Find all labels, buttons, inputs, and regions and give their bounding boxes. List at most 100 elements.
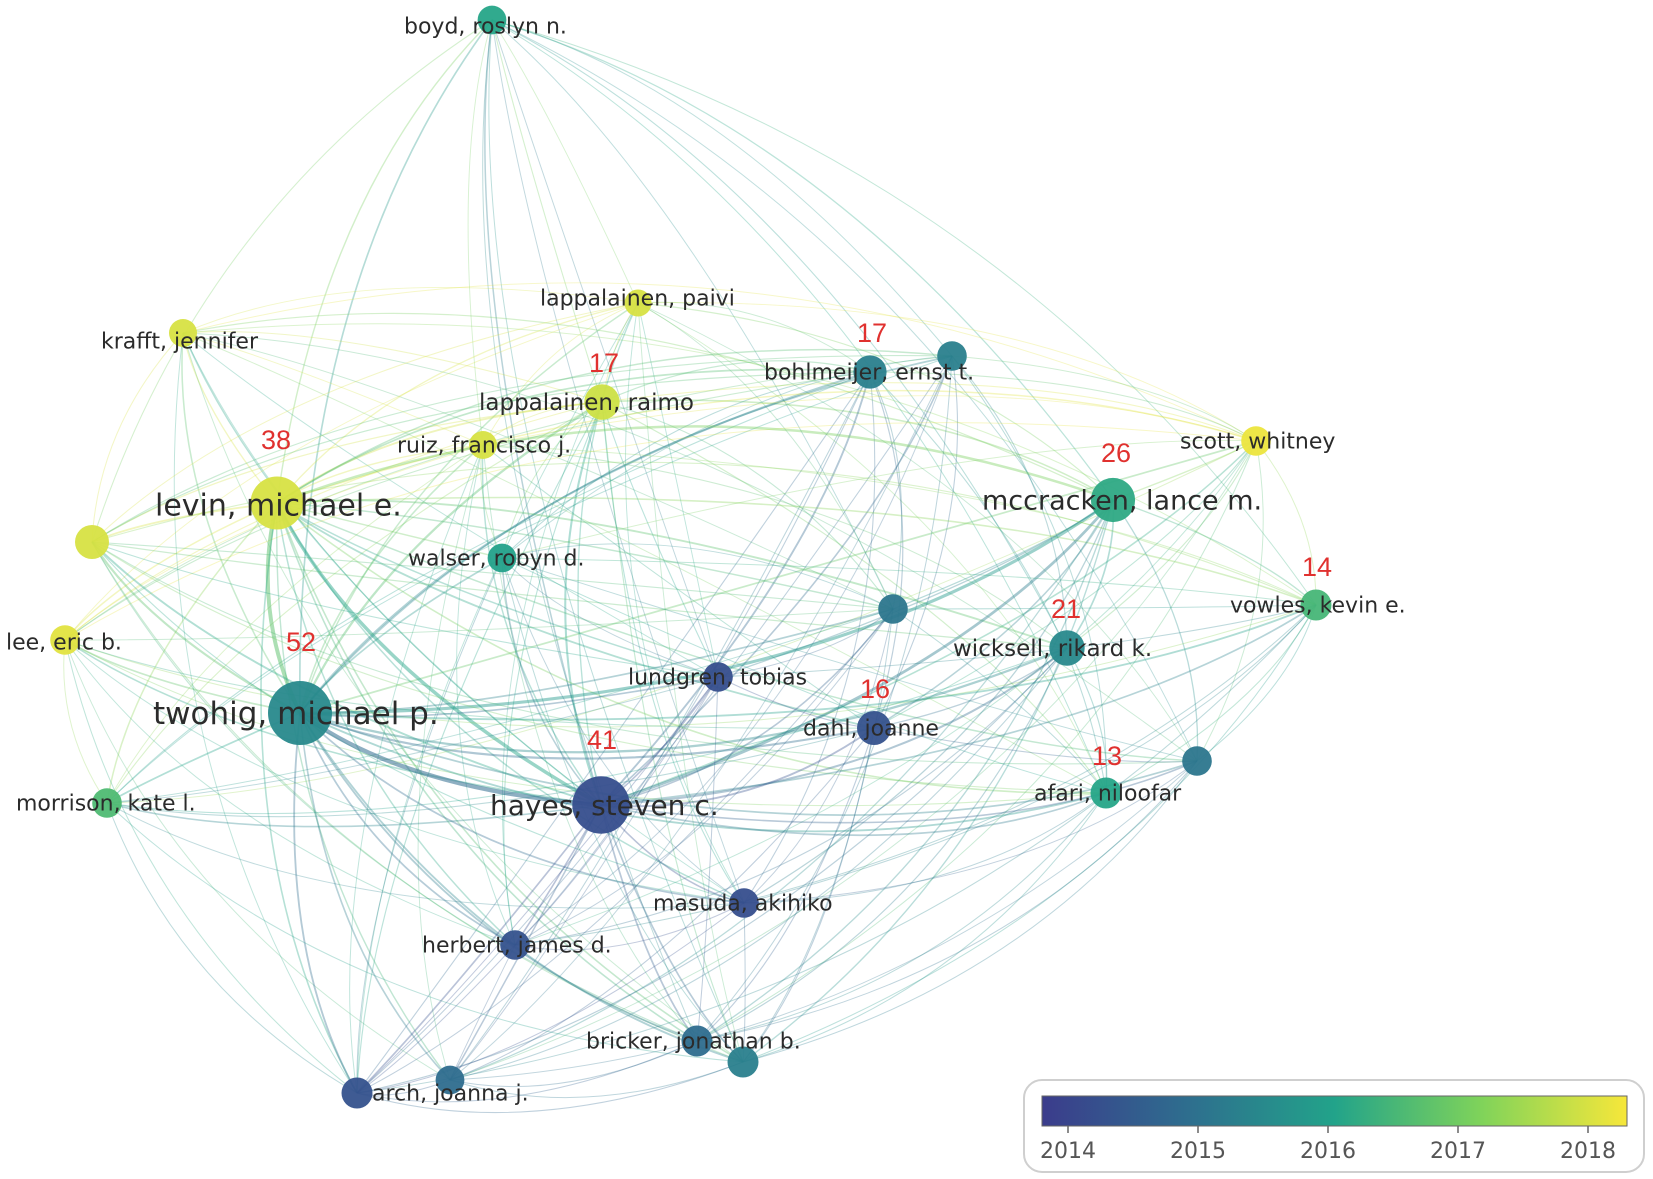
edge-lundgren-bricker: [696, 676, 719, 1042]
node-label-dahl: dahl, joanne: [803, 717, 939, 742]
edge-bohl_b-wicksell: [951, 355, 1068, 649]
node-bricker[interactable]: [681, 1025, 713, 1057]
colorbar-tick-label-2015: 2015: [1170, 1139, 1226, 1164]
edge-yellow_left-right_teal: [91, 541, 1198, 765]
edge-walser-right_teal: [501, 557, 1198, 762]
edge-mccracken-lundgren: [717, 499, 1114, 678]
edge-vowles-hayes: [600, 604, 1317, 806]
node-walser[interactable]: [487, 543, 517, 573]
node-wicksell[interactable]: [1049, 630, 1085, 666]
node-hayes[interactable]: [572, 776, 630, 834]
node-right_teal[interactable]: [1182, 746, 1212, 776]
edge-mccracken-masuda: [743, 499, 1114, 904]
edge-walser-masuda: [501, 557, 745, 904]
edge-lappalainen_r-scott: [601, 382, 1257, 442]
edge-lappalainen_r-morrison: [106, 401, 603, 804]
edge-wicksell-arch_b: [449, 647, 1068, 1081]
edge-bohlmeijer-masuda: [743, 371, 876, 904]
edge-ruiz-morrison: [106, 444, 484, 804]
edge-levin-mccracken: [276, 425, 1114, 505]
edge-bohlmeijer-mid_teal: [869, 371, 903, 610]
edge-boyd-right_teal: [491, 19, 1198, 762]
edge-lee-masuda: [64, 639, 745, 904]
edge-lundgren-arch: [356, 676, 719, 1094]
node-mid_teal[interactable]: [878, 594, 908, 624]
node-arch_b[interactable]: [435, 1065, 465, 1095]
edge-bohl_b-dahl: [873, 355, 959, 729]
node-bricker_b[interactable]: [727, 1046, 759, 1078]
edge-mccracken-bricker: [696, 499, 1114, 1042]
node-ruiz[interactable]: [469, 431, 497, 459]
node-lappalainen_r[interactable]: [584, 384, 620, 420]
edge-afari-bricker: [696, 792, 1107, 1042]
node-scott[interactable]: [1241, 426, 1271, 456]
edge-ruiz-wicksell: [482, 444, 1068, 649]
edge-lundgren-twohig: [299, 676, 719, 718]
edge-krafft-mccracken: [182, 312, 1114, 501]
node-mccracken[interactable]: [1090, 477, 1136, 523]
node-lee[interactable]: [50, 625, 80, 655]
node-vowles[interactable]: [1300, 589, 1332, 621]
node-herbert[interactable]: [500, 930, 530, 960]
edge-vowles-mid_teal: [892, 604, 1317, 610]
edge-lappalainen_r-masuda: [601, 401, 745, 904]
node-label-vowles: vowles, kevin e.: [1230, 594, 1406, 619]
edge-twohig-masuda: [299, 712, 745, 904]
edge-levin-right_teal: [276, 502, 1198, 762]
node-krafft[interactable]: [169, 319, 197, 347]
node-boyd[interactable]: [477, 5, 507, 35]
edge-mccracken-hayes: [600, 499, 1115, 807]
edge-lee-arch: [64, 639, 358, 1094]
edge-lappalainen_p-bohlmeijer: [637, 301, 871, 373]
node-lundgren[interactable]: [703, 662, 733, 692]
node-bohl_b[interactable]: [937, 341, 967, 371]
edge-boyd-bricker_b: [488, 19, 744, 1063]
node-dahl[interactable]: [857, 711, 891, 745]
edge-boyd-lappalainen_r: [491, 19, 603, 403]
node-lappalainen_p[interactable]: [624, 289, 652, 317]
edge-lappalainen_r-bricker_b: [601, 401, 744, 1063]
edge-lee-twohig: [64, 639, 301, 714]
edge-lappalainen_r-arch: [356, 401, 603, 1094]
edge-afari-bricker_b: [742, 792, 1107, 1063]
edge-krafft-bricker_b: [182, 332, 744, 1063]
node-masuda[interactable]: [729, 888, 759, 918]
edge-hayes-bricker: [600, 804, 698, 1042]
edge-levin-herbert: [276, 502, 516, 946]
edge-lee-dahl: [64, 639, 875, 729]
edge-twohig-bricker_b: [299, 712, 744, 1063]
edge-lappalainen_r-yellow_left: [91, 401, 603, 543]
edge-lappalainen_p-levin: [276, 302, 639, 504]
edge-morrison-masuda: [106, 802, 745, 909]
edge-levin-bricker_b: [276, 502, 744, 1063]
edge-lappalainen_r-mccracken: [601, 399, 1114, 501]
edge-krafft-afari: [182, 332, 1107, 794]
node-bohlmeijer[interactable]: [853, 355, 887, 389]
edge-lappalainen_r-mid_teal: [601, 401, 894, 610]
node-arch[interactable]: [341, 1077, 373, 1109]
edge-krafft-lappalainen_p: [182, 286, 639, 334]
node-afari[interactable]: [1090, 777, 1122, 809]
edge-krafft-hayes: [182, 332, 602, 806]
node-label-wicksell: wicksell, rikard k.: [953, 636, 1152, 662]
edge-boyd-ruiz: [467, 19, 493, 446]
edge-scott-morrison: [106, 440, 1257, 804]
edge-vowles-lee: [64, 604, 1317, 728]
node-twohig[interactable]: [268, 681, 332, 745]
edge-bohlmeijer-arch_b: [449, 371, 871, 1081]
node-yellow_left[interactable]: [75, 525, 109, 559]
edge-afari-masuda: [743, 792, 1107, 904]
edge-levin-wicksell: [276, 499, 1068, 649]
edge-boyd-mccracken: [491, 19, 1114, 501]
edge-bohl_b-arch_b: [449, 355, 953, 1081]
edge-morrison-arch: [106, 802, 358, 1094]
edge-lappalainen_p-mccracken: [637, 302, 1114, 501]
node-levin[interactable]: [250, 476, 304, 530]
node-count-levin: 38: [261, 425, 291, 455]
node-label-krafft: krafft, jennifer: [101, 330, 259, 355]
edge-ruiz-vowles: [482, 444, 1317, 606]
edge-bohl_b-herbert: [514, 355, 953, 946]
edge-twohig-arch_b: [299, 712, 451, 1081]
node-morrison[interactable]: [92, 788, 122, 818]
